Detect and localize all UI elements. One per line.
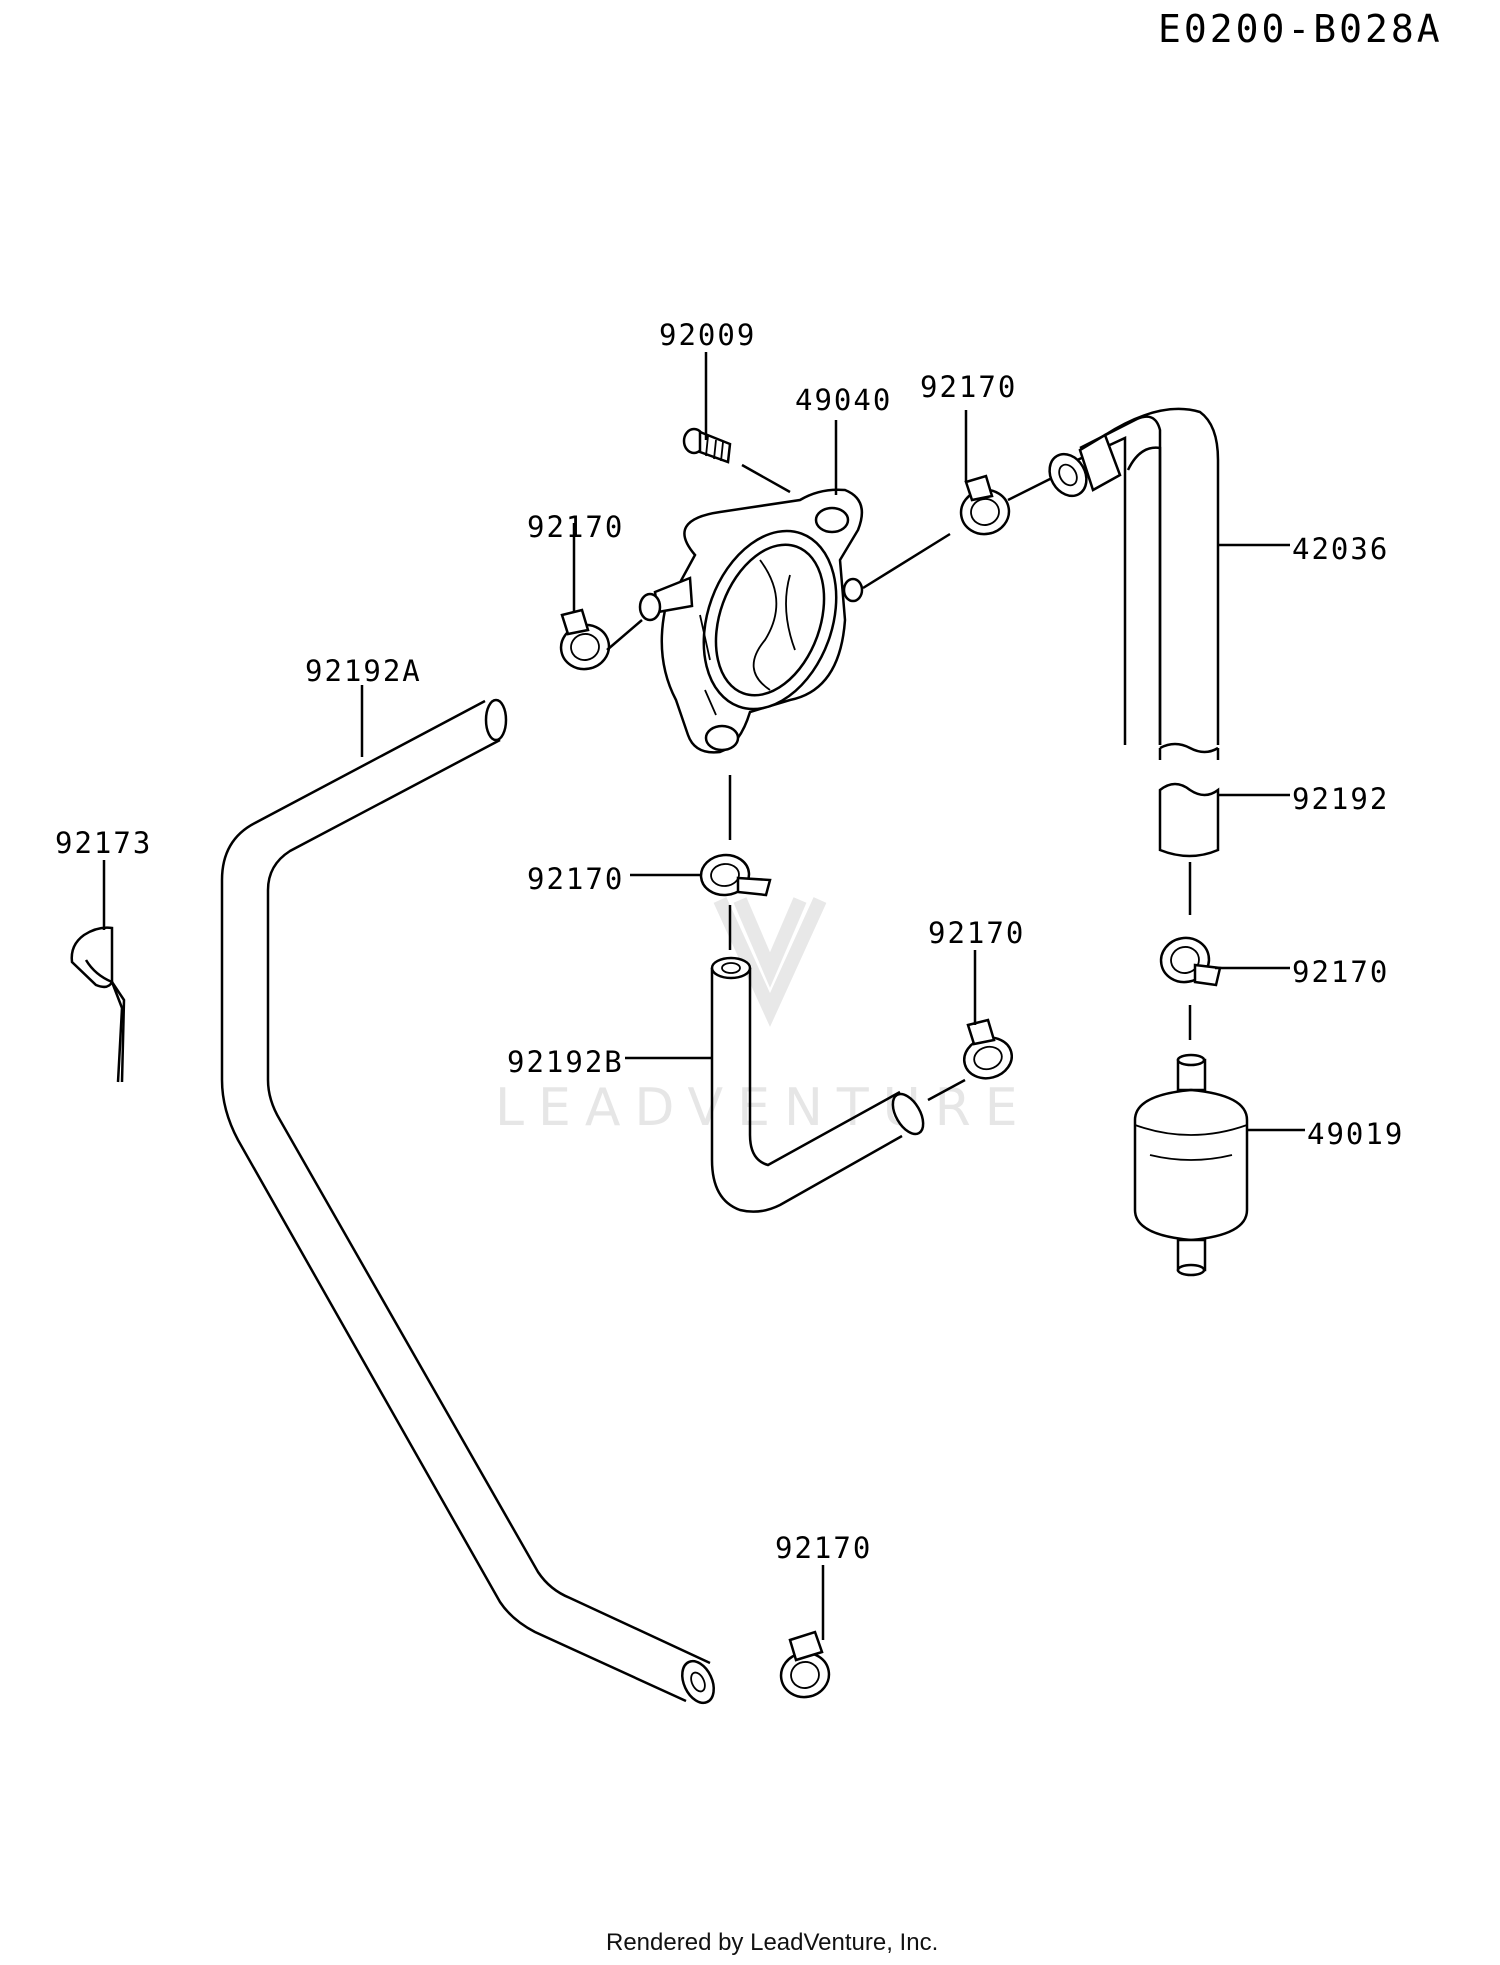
label-92192A: 92192A [305,654,422,688]
label-92192: 92192 [1292,782,1389,816]
label-92170-left: 92170 [527,510,624,544]
watermark: LEADVENTURE [495,897,1032,1138]
clip-92170-bottom [779,1630,831,1699]
label-92009: 92009 [659,318,756,352]
fuel-pump-49040 [638,488,864,754]
clip-92170-right [962,1018,1014,1080]
label-92192B: 92192B [507,1045,624,1079]
part-labels: 92009 49040 92170 92170 42036 92192A 921… [55,318,1404,1565]
hose-92192 [1158,782,1220,915]
label-92170-top: 92170 [920,370,1017,404]
hose-42036 [1048,407,1220,760]
footer-credit: Rendered by LeadVenture, Inc. [606,1929,938,1956]
clip-92170-mid [699,775,772,950]
screw-92009 [682,427,791,494]
watermark-logo [713,897,827,1027]
clip-92170-left [559,608,643,671]
label-92173: 92173 [55,826,152,860]
label-92170-right: 92170 [928,916,1025,950]
clip-92173 [70,926,126,1083]
clip-92170-top [862,474,1053,590]
label-49040: 49040 [795,383,892,417]
label-42036: 42036 [1292,532,1389,566]
label-92170-bottom: 92170 [775,1531,872,1565]
label-49019: 49019 [1307,1117,1404,1151]
watermark-text: LEADVENTURE [495,1078,1032,1138]
label-92170-midright: 92170 [1292,955,1389,989]
label-92170-mid: 92170 [527,862,624,896]
fuel-filter-49019 [1133,1053,1249,1277]
clip-92170-midright [1159,936,1222,1040]
diagram-code: E0200-B028A [1158,7,1443,51]
leader-lines [102,352,1305,1640]
hose-92192A [220,698,715,1705]
hose-92192B [710,956,966,1213]
